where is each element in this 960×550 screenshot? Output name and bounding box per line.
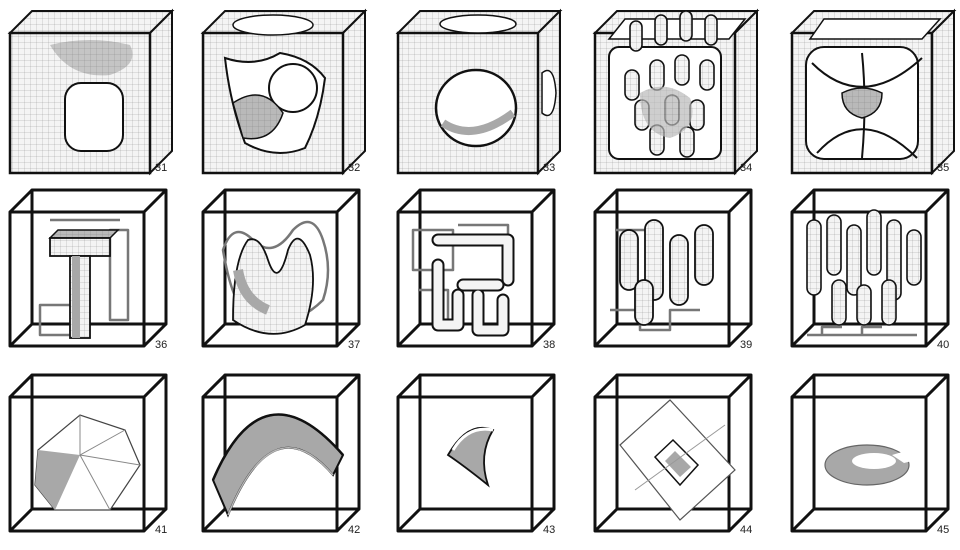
figure-40: 40 — [790, 188, 950, 351]
figure-37: 37 — [201, 188, 361, 351]
figure-38: 38 — [396, 188, 556, 351]
figure-label: 33 — [543, 162, 555, 174]
figure-42: 42 — [201, 373, 361, 536]
figure-label: 37 — [348, 339, 360, 351]
figure-label: 38 — [543, 339, 555, 351]
figure-39: 39 — [593, 188, 753, 351]
figure-label: 31 — [155, 162, 167, 174]
figure-label: 43 — [543, 524, 555, 536]
figure-label: 44 — [740, 524, 752, 536]
figure-33: 33 — [395, 8, 563, 176]
figure-44: 44 — [593, 373, 753, 536]
figure-34: 34 — [592, 8, 760, 176]
figure-31: 31 — [7, 8, 175, 176]
figure-32: 32 — [200, 8, 368, 176]
figure-43: 43 — [396, 373, 556, 536]
figure-label: 34 — [740, 162, 752, 174]
figure-35: 35 — [789, 8, 957, 176]
figure-label: 35 — [937, 162, 949, 174]
figure-label: 41 — [155, 524, 167, 536]
figure-45: 45 — [790, 373, 950, 536]
figure-36: 36 — [8, 188, 168, 351]
figure-label: 45 — [937, 524, 949, 536]
figure-label: 42 — [348, 524, 360, 536]
figure-41: 41 — [8, 373, 168, 536]
figure-label: 36 — [155, 339, 167, 351]
figure-label: 32 — [348, 162, 360, 174]
figure-label: 40 — [937, 339, 949, 351]
figure-label: 39 — [740, 339, 752, 351]
